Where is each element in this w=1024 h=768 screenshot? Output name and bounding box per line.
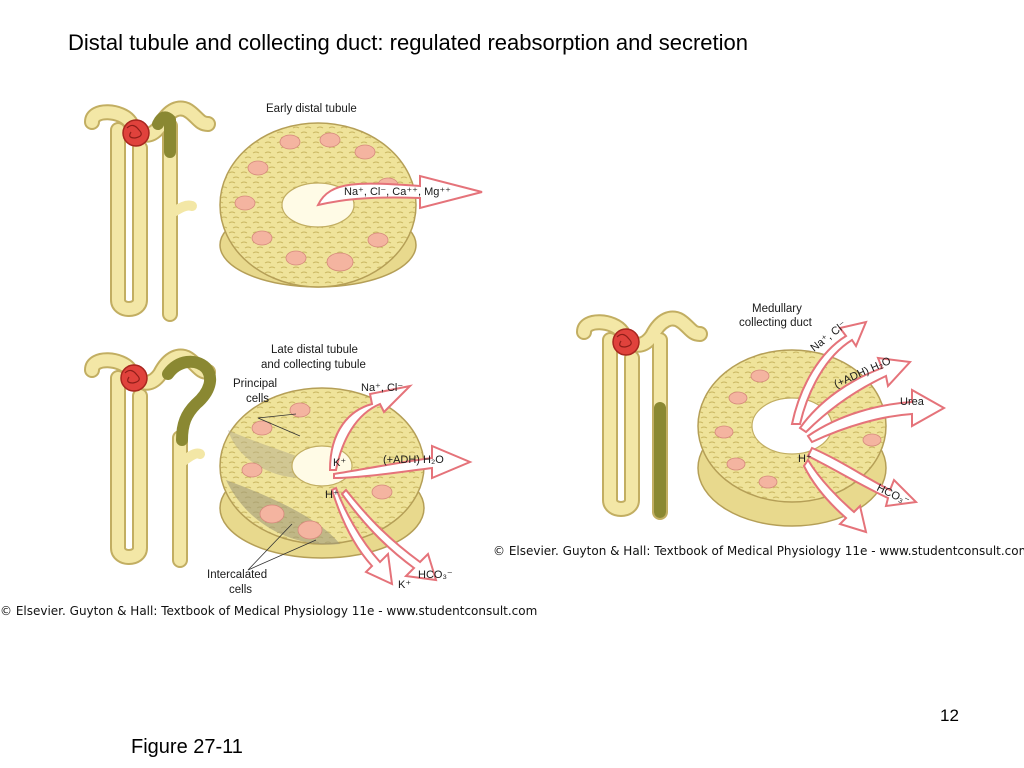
glomerulus-icon xyxy=(120,364,148,392)
late-k-out-label: K⁺ xyxy=(333,457,346,469)
early-ion-arrow xyxy=(316,174,483,210)
late-na-cl-label: Na⁺, Cl⁻ xyxy=(361,382,403,394)
nephron-schematic-early xyxy=(84,100,216,322)
slide-title: Distal tubule and collecting duct: regul… xyxy=(68,30,748,55)
medullary-label-2: collecting duct xyxy=(739,317,813,329)
medullary-copyright: © Elsevier. Guyton & Hall: Textbook of M… xyxy=(493,544,1024,558)
late-arrow-adh-h2o xyxy=(333,444,473,480)
medullary-duct-cross-section xyxy=(697,320,947,534)
nephron-schematic-medullary xyxy=(576,310,708,520)
late-k-in-label: K⁺ xyxy=(398,579,411,591)
late-copyright: © Elsevier. Guyton & Hall: Textbook of M… xyxy=(0,604,537,618)
glomerulus-icon xyxy=(122,119,150,147)
late-tubule-cross-section xyxy=(219,384,473,586)
late-distal-label-1: Late distal tubule xyxy=(271,344,358,356)
late-hco3-label: HCO₃⁻ xyxy=(418,569,453,581)
medullary-panel: Medullary collecting duct Na⁺, Cl⁻ (+ADH… xyxy=(493,303,1024,558)
late-arrow-na-cl xyxy=(328,384,414,471)
medullary-label-1: Medullary xyxy=(752,303,802,315)
late-arrow-hco3 xyxy=(330,486,394,586)
early-distal-panel: Early distal tubule Na⁺, Cl⁻, Ca⁺⁺, Mg⁺⁺ xyxy=(84,100,483,322)
early-tubule-cross-section xyxy=(219,122,483,288)
medullary-arrow-hco3 xyxy=(806,446,919,508)
late-distal-panel: Late distal tubule and collecting tubule… xyxy=(0,344,537,618)
medullary-h-label: H⁺ xyxy=(798,453,812,465)
late-arrow-k-in xyxy=(340,488,438,582)
page-number: 12 xyxy=(940,706,959,725)
late-distal-label-2: and collecting tubule xyxy=(261,359,366,371)
medullary-urea-label: Urea xyxy=(900,396,925,408)
nuclei-early xyxy=(234,132,399,272)
nephron-schematic-late xyxy=(84,348,217,568)
nuclei-late xyxy=(241,402,393,540)
late-adh-h2o-label: (+ADH) H₂O xyxy=(383,454,444,466)
early-ion-arrow-label: Na⁺, Cl⁻, Ca⁺⁺, Mg⁺⁺ xyxy=(344,186,451,198)
late-h-out-label: H⁺ xyxy=(325,489,339,501)
medullary-arrow-h xyxy=(802,458,868,534)
nuclei-medullary xyxy=(714,369,882,489)
medullary-arrow-adh-h2o xyxy=(798,356,913,434)
principal-cells-label-1: Principal xyxy=(233,378,277,390)
glomerulus-icon xyxy=(612,328,640,356)
intercalated-cells-label-2: cells xyxy=(229,584,252,596)
principal-cells-label-2: cells xyxy=(246,393,269,405)
intercalated-cells-label-1: Intercalated xyxy=(207,569,267,581)
early-distal-label: Early distal tubule xyxy=(266,103,357,115)
medullary-arrow-urea xyxy=(806,388,947,444)
figure-label: Figure 27-11 xyxy=(131,736,243,758)
medullary-arrow-na-cl xyxy=(790,320,868,425)
